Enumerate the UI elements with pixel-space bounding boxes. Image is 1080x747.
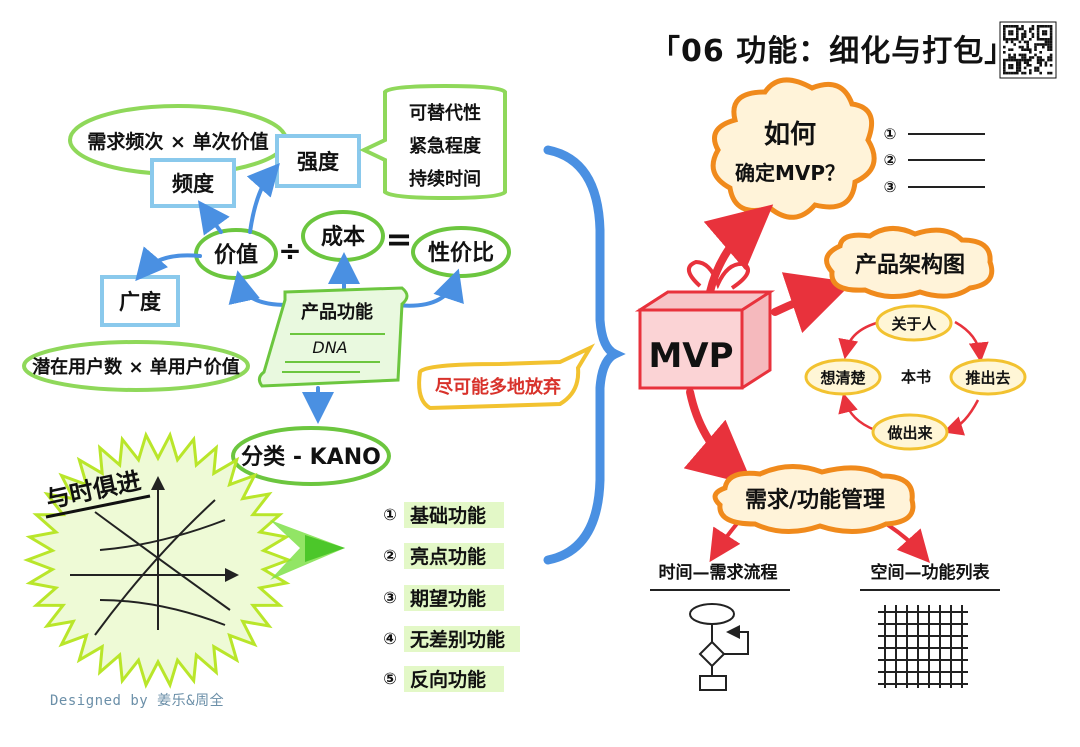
kano-num-1: ① xyxy=(383,505,397,524)
qr-code xyxy=(999,21,1057,79)
intensity-factor-2: 紧急程度 xyxy=(409,135,482,157)
cycle-make: 做出来 xyxy=(886,424,933,442)
dna-label: DNA xyxy=(312,338,347,357)
management-cloud: 需求/功能管理 xyxy=(712,463,916,535)
intensity-label: 强度 xyxy=(297,150,339,174)
kano-num-5: ⑤ xyxy=(383,669,397,688)
breadth-box: 广度 xyxy=(100,275,180,327)
breadth-label: 广度 xyxy=(119,290,161,314)
step-1: ① xyxy=(884,125,897,143)
formula-arrows xyxy=(135,163,464,424)
kano-item-1: 基础功能 xyxy=(409,504,486,527)
step-2: ② xyxy=(884,151,897,169)
kano-num-2: ② xyxy=(383,546,397,565)
cycle-about-people: 关于人 xyxy=(891,315,937,333)
green-arrow-inner xyxy=(305,535,345,562)
space-list: 空间—功能列表 xyxy=(860,562,1000,688)
divide-sign: ÷ xyxy=(278,234,301,267)
page-title: 「06 功能：细化与打包」 xyxy=(650,34,1016,69)
breadth-note-bubble: 潜在用户数 × 单用户价值 xyxy=(22,340,250,392)
kano-item-2: 亮点功能 xyxy=(410,545,486,568)
equals-sign: = xyxy=(386,220,413,258)
big-brace xyxy=(543,145,626,565)
give-up-bubble: 尽可能多地放弃 xyxy=(417,343,596,411)
kano-num-4: ④ xyxy=(383,629,397,648)
how-mvp-cloud: 如何 确定MVP？ xyxy=(710,77,877,220)
architecture-label: 产品架构图 xyxy=(855,252,965,278)
product-function-label: 产品功能 xyxy=(301,301,373,323)
time-process-label: 时间—需求流程 xyxy=(659,562,778,583)
intensity-factor-1: 可替代性 xyxy=(409,102,481,124)
value-node: 价值 xyxy=(194,228,278,280)
kano-list: ① 基础功能 ② 亮点功能 ③ 期望功能 ④ 无差别功能 ⑤ 反向功能 xyxy=(383,502,520,692)
architecture-cloud: 产品架构图 xyxy=(824,226,995,299)
time-process: 时间—需求流程 xyxy=(650,562,790,691)
product-function-scroll: 产品功能 DNA xyxy=(257,286,409,388)
kano-num-3: ③ xyxy=(383,588,397,607)
mvp-gift-box: MVP xyxy=(634,259,776,390)
intensity-box: 强度 xyxy=(275,134,361,188)
give-up-label: 尽可能多地放弃 xyxy=(435,376,561,398)
kano-item-4: 无差别功能 xyxy=(410,628,505,651)
value-label: 价值 xyxy=(214,242,258,268)
kano-item-5: 反向功能 xyxy=(410,668,486,691)
cycle-think: 想清楚 xyxy=(819,369,866,387)
book-cycle: 关于人 推出去 做出来 想清楚 本书 xyxy=(804,304,1027,451)
kano-node: 分类 - KANO xyxy=(231,426,391,486)
management-label: 需求/功能管理 xyxy=(745,487,885,513)
step-3: ③ xyxy=(884,178,897,196)
breadth-note: 潜在用户数 × 单用户价值 xyxy=(32,356,240,378)
cycle-push-out: 推出去 xyxy=(965,369,1010,387)
keep-up-starburst: 与时俱进 xyxy=(23,431,293,689)
frequency-label: 频度 xyxy=(172,172,214,196)
cost-performance-label: 性价比 xyxy=(428,241,494,266)
intensity-factors-bubble: 可替代性 紧急程度 持续时间 xyxy=(359,83,507,201)
frequency-box: 频度 xyxy=(150,158,236,208)
designer-credit: Designed by 姜乐&周全 xyxy=(50,693,225,709)
cost-node: 成本 xyxy=(301,210,385,262)
mvp-arrows xyxy=(683,204,853,486)
intensity-factor-3: 持续时间 xyxy=(409,168,481,190)
mvp-label: MVP xyxy=(648,336,733,376)
how-mvp-line1: 如何 xyxy=(764,120,816,150)
cycle-center: 本书 xyxy=(901,368,931,386)
space-list-label: 空间—功能列表 xyxy=(871,562,991,583)
kano-item-3: 期望功能 xyxy=(410,587,486,610)
kano-label: 分类 - KANO xyxy=(241,445,381,470)
how-mvp-line2: 确定MVP？ xyxy=(735,161,845,185)
frequency-note: 需求频次 × 单次价值 xyxy=(87,130,268,153)
cost-label: 成本 xyxy=(321,225,365,250)
steps-list: ① ② ③ xyxy=(884,125,985,196)
cost-performance-node: 性价比 xyxy=(411,226,511,278)
